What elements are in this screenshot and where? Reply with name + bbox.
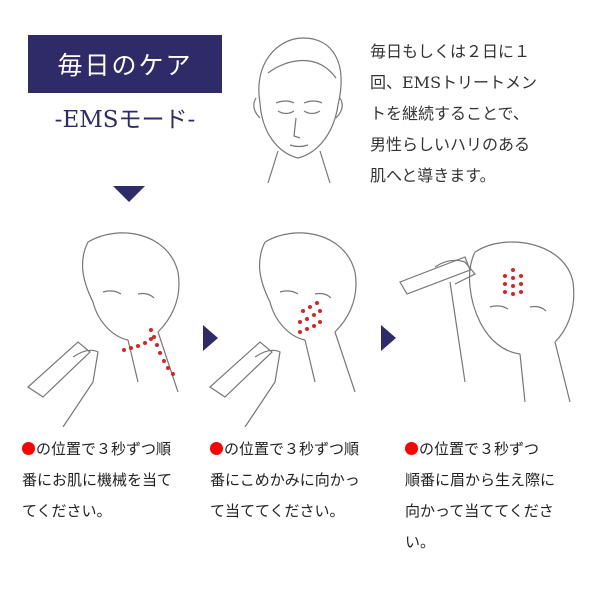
next-arrow-icon bbox=[381, 325, 396, 351]
intro-line: 毎日もしくは２日に１ bbox=[370, 42, 531, 61]
step-line: 順番に眉から生え際に bbox=[405, 471, 556, 489]
step-line: の位置で３秒ずつ bbox=[419, 440, 540, 458]
intro-text: 毎日もしくは２日に１ 回、EMSトリートメン トを継続することで、 男性らしいハ… bbox=[370, 36, 537, 191]
step2-illustration bbox=[209, 232, 357, 427]
red-dot-icon bbox=[22, 442, 35, 455]
next-arrow-icon bbox=[203, 325, 218, 351]
step1-text: の位置で３秒ずつ順 番にお肌に機械を当て てください。 bbox=[22, 434, 172, 527]
step-line: て当ててください。 bbox=[210, 502, 345, 520]
step-line: の位置で３秒ずつ順 bbox=[224, 440, 360, 458]
step-line: 向かって当ててくださ bbox=[405, 502, 554, 520]
face-illustration bbox=[253, 37, 343, 184]
section-title: 毎日のケア bbox=[28, 35, 222, 93]
red-dot-icon bbox=[405, 442, 418, 455]
step2-text: の位置で３秒ずつ順 番にこめかみに向かっ て当ててください。 bbox=[210, 434, 360, 527]
step3-illustration bbox=[399, 241, 575, 403]
step1-illustration bbox=[27, 232, 180, 427]
step-line: 番にお肌に機械を当て bbox=[22, 471, 173, 489]
red-dot-icon bbox=[210, 442, 223, 455]
intro-line: トを継続することで、 bbox=[370, 104, 529, 123]
down-arrow-icon bbox=[113, 186, 145, 202]
step-line: い。 bbox=[405, 533, 436, 551]
mode-subtitle: -EMSモード- bbox=[54, 107, 196, 133]
intro-line: 男性らしいハリのある bbox=[370, 135, 531, 154]
intro-line: 肌へと導きます。 bbox=[370, 166, 496, 185]
step-line: の位置で３秒ずつ順 bbox=[36, 440, 172, 458]
step3-text: の位置で３秒ずつ 順番に眉から生え際に 向かって当ててくださ い。 bbox=[405, 434, 555, 558]
intro-line: 回、EMSトリートメン bbox=[370, 73, 538, 92]
step-line: てください。 bbox=[22, 502, 112, 520]
step-line: 番にこめかみに向かっ bbox=[210, 471, 360, 489]
